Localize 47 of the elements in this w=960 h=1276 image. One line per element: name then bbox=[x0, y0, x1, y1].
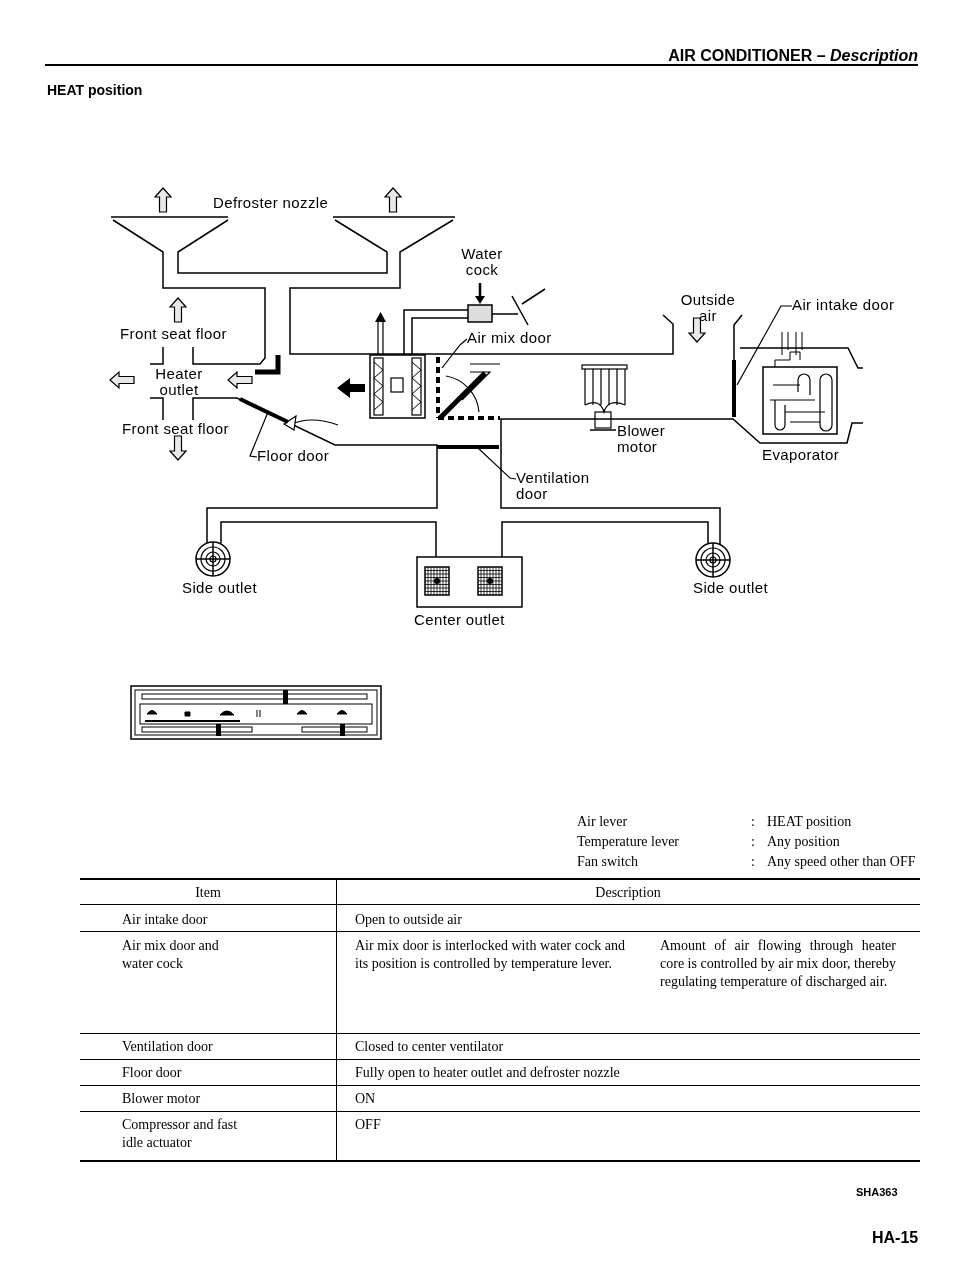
part-label: Side outlet bbox=[182, 580, 257, 596]
part-label: Evaporator bbox=[762, 447, 840, 463]
part-label: Front seat floor bbox=[122, 421, 229, 437]
leader-line bbox=[736, 305, 793, 386]
table-text: Fully open to heater outlet and defroster nozzle bbox=[355, 1064, 620, 1082]
part-label: Heater outlet bbox=[154, 366, 204, 398]
setting-value: Any speed other than OFF bbox=[767, 853, 916, 871]
part-label: Air mix door bbox=[467, 330, 552, 346]
table-text: Ventilation door bbox=[122, 1038, 213, 1056]
table-text: Amount of air flowing through heater core is controlled by air mix door, thereby regulating temperature of discharged air. bbox=[660, 937, 896, 991]
separator-colon: : bbox=[751, 813, 755, 831]
column-header: Item bbox=[194, 884, 222, 902]
section-heading: HEAT position bbox=[47, 81, 143, 100]
setting-name: Temperature lever bbox=[577, 833, 679, 851]
table-text: Floor door bbox=[122, 1064, 182, 1082]
table-text: OFF bbox=[355, 1116, 381, 1134]
part-label: Side outlet bbox=[693, 580, 768, 596]
table-text: Air intake door bbox=[122, 911, 208, 929]
part-label: Defroster nozzle bbox=[213, 195, 329, 211]
part-label: Floor door bbox=[257, 448, 330, 464]
part-label: Center outlet bbox=[414, 612, 505, 628]
leader-line bbox=[249, 411, 269, 458]
separator-colon: : bbox=[751, 853, 755, 871]
table-text: Open to outside air bbox=[355, 911, 462, 929]
part-label: Air intake door bbox=[792, 297, 895, 313]
table-text: Air mix door is interlocked with water cock and its position is controlled by temperature lever. bbox=[355, 937, 625, 973]
leader-line bbox=[477, 447, 517, 480]
page-header: AIR CONDITIONER – Description bbox=[667, 46, 918, 66]
part-label: Water cock bbox=[460, 246, 504, 278]
setting-name: Air lever bbox=[577, 813, 628, 831]
table-text: Compressor and fast idle actuator bbox=[122, 1116, 239, 1152]
table-text: Closed to center ventilator bbox=[355, 1038, 504, 1056]
column-header: Description bbox=[594, 884, 662, 902]
table-text: Blower motor bbox=[122, 1090, 201, 1108]
setting-value: HEAT position bbox=[767, 813, 852, 831]
leader-line bbox=[441, 338, 468, 369]
part-label: Blower motor bbox=[617, 423, 667, 455]
setting-value: Any position bbox=[767, 833, 840, 851]
part-label: Front seat floor bbox=[120, 326, 227, 342]
page-number: HA-15 bbox=[872, 1228, 919, 1248]
part-label: Outside air bbox=[680, 292, 736, 324]
separator-colon: : bbox=[751, 833, 755, 851]
part-label: Ventilation door bbox=[516, 470, 606, 502]
table-text: ON bbox=[355, 1090, 376, 1108]
table-text: Air mix door and water cock bbox=[122, 937, 220, 973]
setting-name: Fan switch bbox=[577, 853, 639, 871]
figure-code: SHA363 bbox=[856, 1185, 898, 1200]
